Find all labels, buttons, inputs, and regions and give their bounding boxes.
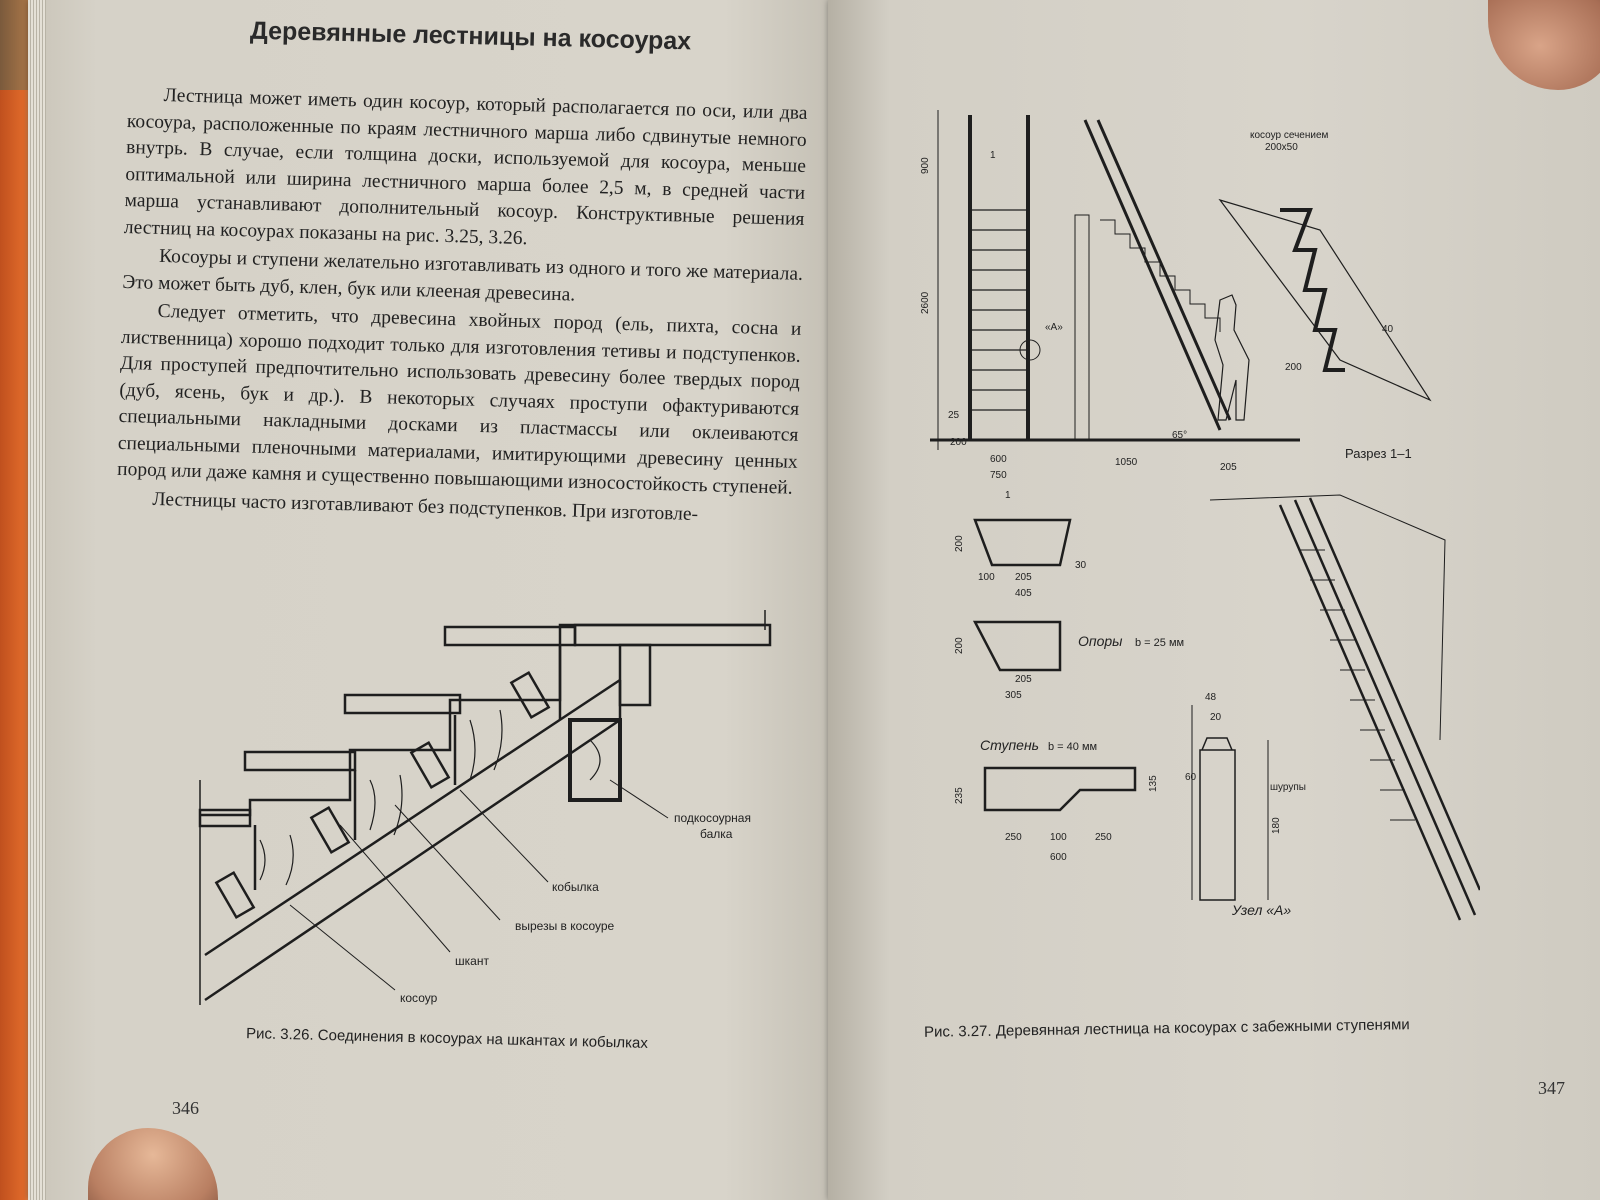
side-stringer xyxy=(1083,119,1232,431)
node-a-ref: «A» xyxy=(1045,322,1063,333)
node-screws-label: шурупы xyxy=(1270,782,1306,793)
dim-200-section: 200 xyxy=(1285,362,1302,373)
page-stack-edge xyxy=(28,0,46,1200)
page-number-left: 346 xyxy=(172,1098,199,1118)
label-shkant: шкант xyxy=(455,954,489,968)
label-kosour: косоур xyxy=(400,991,438,1005)
support-dim-200b: 200 xyxy=(954,637,965,654)
person-figure xyxy=(1214,294,1250,421)
tread-1 xyxy=(243,750,357,772)
step-dim-135: 135 xyxy=(1148,775,1159,792)
dim-2600: 2600 xyxy=(920,291,931,314)
tread-2 xyxy=(343,693,462,715)
right-page xyxy=(828,0,1600,1200)
paragraph: Лестница может иметь один косоур, которы… xyxy=(123,85,808,249)
dim-25: 25 xyxy=(948,410,960,421)
node-dim-180: 180 xyxy=(1271,817,1282,834)
dim-205: 205 xyxy=(1220,462,1237,473)
dim-600: 600 xyxy=(990,454,1007,465)
support-dim-305: 305 xyxy=(1005,690,1022,701)
support-2 xyxy=(972,620,1062,672)
node-dim-48: 48 xyxy=(1205,692,1217,703)
paragraph: Следует отметить, что древесина хвойных … xyxy=(116,300,802,499)
step-dim-600: 600 xyxy=(1050,852,1067,863)
left-page xyxy=(28,0,898,1200)
supports-label: Опоры xyxy=(1078,633,1123,649)
angle-65: 65° xyxy=(1172,430,1187,441)
support-dim-205b: 205 xyxy=(1015,674,1032,685)
stringer xyxy=(204,678,622,1002)
tread-0 xyxy=(198,808,252,828)
dim-200: 200 xyxy=(950,437,967,448)
tread-3 xyxy=(443,625,577,647)
kosour-section-label: косоур сечением xyxy=(1250,130,1329,141)
page-number-right: 347 xyxy=(1538,1078,1565,1098)
support-dim-30: 30 xyxy=(1075,560,1087,571)
section-mark-1b: 1 xyxy=(1005,490,1011,501)
dim-1050: 1050 xyxy=(1115,457,1138,468)
support-1 xyxy=(973,518,1072,567)
section-label: Разрез 1–1 xyxy=(1345,446,1412,461)
step-dim-250b: 250 xyxy=(1095,832,1112,843)
node-a-marker xyxy=(1019,339,1041,361)
step-dim-250a: 250 xyxy=(1005,832,1022,843)
label-kobylka: кобылка xyxy=(552,880,599,894)
figure-3-26-stringer-joints: подкосоурная балка кобылка вырезы в косо… xyxy=(198,610,772,1005)
body-text: Лестница может иметь один косоур, которы… xyxy=(116,82,808,533)
support-dim-100: 100 xyxy=(978,572,995,583)
kobylka xyxy=(309,805,351,855)
kobylka xyxy=(509,670,551,720)
support-dim-205: 205 xyxy=(1015,572,1032,583)
label-cuts: вырезы в косоуре xyxy=(515,919,615,933)
label-beam: подкосоурная xyxy=(674,811,751,825)
dim-750: 750 xyxy=(990,470,1007,481)
side-wall xyxy=(1074,214,1090,441)
dim-40: 40 xyxy=(1382,324,1394,335)
node-a-label: Узел «A» xyxy=(1231,902,1291,918)
label-beam-2: балка xyxy=(700,827,733,841)
section-mark-1: 1 xyxy=(990,150,996,161)
section-stringer xyxy=(1218,198,1432,402)
beam-section xyxy=(568,718,622,802)
step-dim-100: 100 xyxy=(1050,832,1067,843)
step-width: b = 40 мм xyxy=(1048,741,1097,753)
perspective-stringer xyxy=(1278,497,1480,921)
step-label: Ступень xyxy=(980,737,1039,753)
step-profile xyxy=(983,766,1137,812)
node-dim-60: 60 xyxy=(1185,772,1197,783)
step-outline xyxy=(200,623,765,817)
support-dim-200: 200 xyxy=(954,535,965,552)
supports-width: b = 25 мм xyxy=(1135,637,1184,649)
kobylka xyxy=(214,870,256,920)
dim-900: 900 xyxy=(920,157,931,174)
front-treads xyxy=(972,209,1026,411)
step-dim-235: 235 xyxy=(954,787,965,804)
node-dim-20: 20 xyxy=(1210,712,1222,723)
figure-3-27-staircase: 900 2600 25 200 600 750 1050 205 65° 1 «… xyxy=(920,110,1480,921)
tread-top xyxy=(573,623,772,647)
node-a-detail xyxy=(1199,749,1236,901)
support-dim-405: 405 xyxy=(1015,588,1032,599)
section-steps xyxy=(1280,208,1345,372)
kosour-section-size: 200x50 xyxy=(1265,142,1298,153)
kobylka xyxy=(409,740,451,790)
